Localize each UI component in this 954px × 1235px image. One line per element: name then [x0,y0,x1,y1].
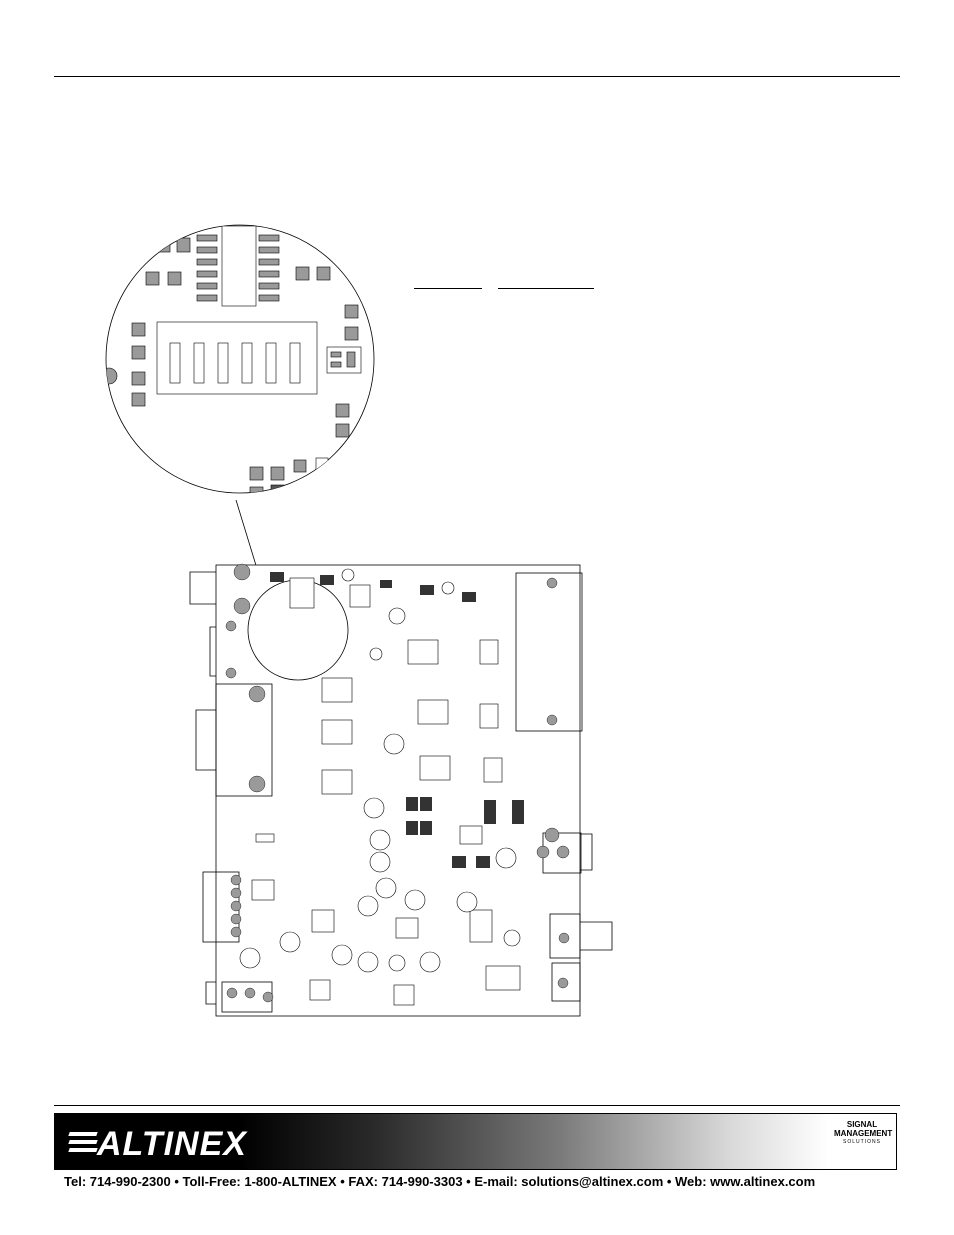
zoom-magnifier [105,224,375,494]
contact-line: Tel: 714-990-2300 • Toll-Free: 1-800-ALT… [64,1174,816,1189]
pcb-round-parts [239,568,521,973]
pcb-parts [251,572,524,1006]
footer-banner: ALTINEX SIGNAL MANAGEMENT SOLUTIONS [54,1113,897,1170]
signal-management-badge: SIGNAL MANAGEMENT SOLUTIONS [834,1120,893,1145]
header-rule [54,76,900,77]
pcb-components [225,563,570,1003]
table-header-rule-2 [498,288,594,289]
table-header-rule-1 [414,288,482,289]
logo-bars-icon [68,1132,98,1156]
footer-rule [54,1105,900,1106]
altinex-logo: ALTINEX [97,1125,247,1163]
